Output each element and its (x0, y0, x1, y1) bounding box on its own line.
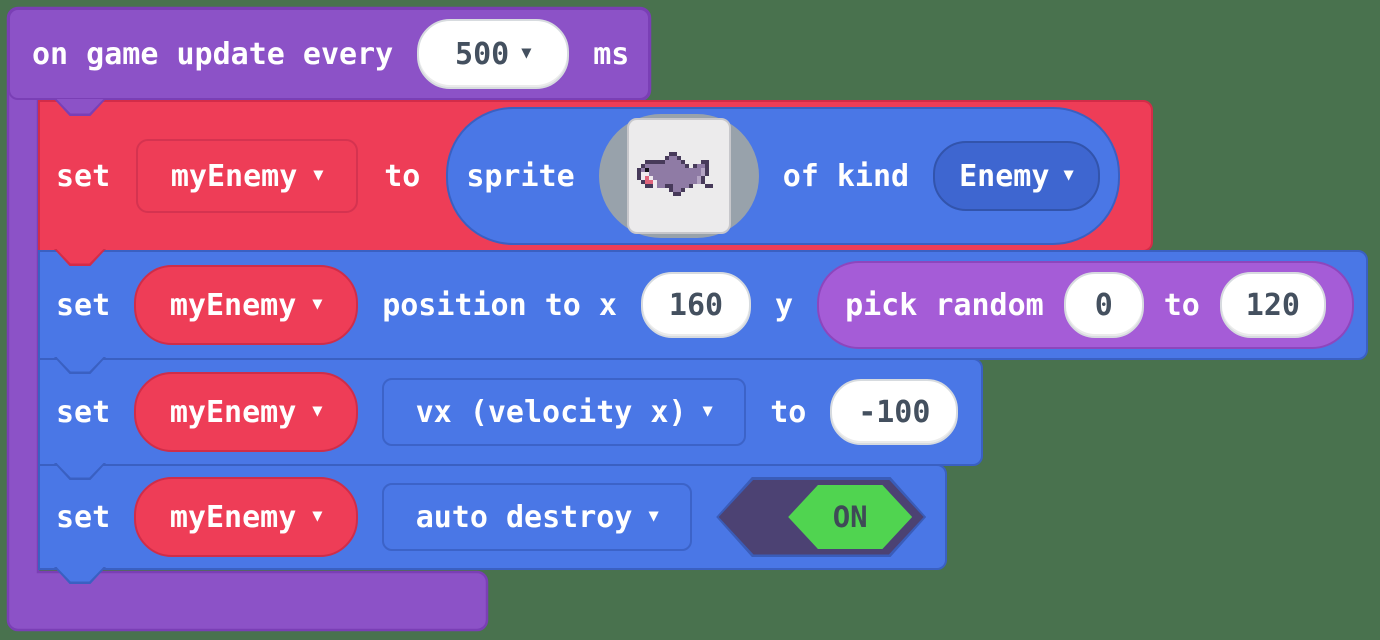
random-max-field[interactable]: 120 (1219, 272, 1326, 338)
to-label: to (384, 158, 421, 194)
on-off-toggle[interactable]: ON (716, 477, 927, 557)
variable-name: myEnemy (169, 287, 297, 323)
random-max-value: 120 (1245, 287, 1300, 323)
create-sprite-block[interactable]: sprite of kind Enemy (446, 107, 1120, 245)
event-label-suffix: ms (593, 36, 630, 72)
notch-tab (54, 567, 106, 584)
chevron-down-icon (312, 401, 322, 421)
set-position-block[interactable]: set myEnemy position to x 160 y pick ran… (38, 250, 1368, 360)
variable-dropdown[interactable]: myEnemy (134, 477, 359, 557)
y-label: y (775, 287, 794, 323)
x-value-field[interactable]: 160 (641, 272, 751, 338)
variable-dropdown[interactable]: myEnemy (136, 139, 359, 213)
chevron-down-icon (313, 165, 323, 185)
variable-name: myEnemy (169, 499, 297, 535)
property-dropdown[interactable]: auto destroy (382, 483, 693, 551)
chevron-down-icon (1063, 165, 1073, 185)
notch-tab (54, 249, 106, 266)
set-label: set (56, 158, 111, 194)
to-label: to (770, 394, 807, 430)
property-name: vx (velocity x) (415, 394, 687, 430)
toggle-on-state[interactable]: ON (788, 485, 913, 549)
sprite-image-tile[interactable] (626, 118, 731, 234)
notch-tab (54, 463, 106, 480)
x-value: 160 (668, 287, 724, 323)
velocity-value: -100 (858, 394, 931, 430)
chevron-down-icon (521, 43, 531, 63)
pick-random-block[interactable]: pick random 0 to 120 (817, 261, 1354, 349)
set-auto-destroy-block[interactable]: set myEnemy auto destroy ON (38, 464, 947, 570)
interval-dropdown[interactable]: 500 (417, 19, 570, 89)
property-name: auto destroy (415, 499, 633, 535)
variable-dropdown[interactable]: myEnemy (134, 372, 359, 452)
position-to-x-label: position to x (382, 287, 617, 323)
random-min-field[interactable]: 0 (1063, 272, 1144, 338)
random-to-label: to (1163, 287, 1200, 323)
notch-tab (54, 357, 106, 374)
chevron-down-icon (312, 506, 322, 526)
set-variable-sprite-block[interactable]: set myEnemy to sprite of kind Enemy (38, 100, 1153, 252)
variable-name: myEnemy (169, 394, 297, 430)
set-label: set (56, 394, 111, 430)
shark-sprite-icon (636, 152, 713, 197)
notch-tab (54, 99, 106, 116)
sprite-label: sprite (466, 158, 575, 194)
event-label-prefix: on game update every (32, 36, 394, 72)
sprite-image-field[interactable] (598, 114, 759, 238)
property-dropdown[interactable]: vx (velocity x) (382, 378, 747, 446)
set-label: set (56, 287, 111, 323)
chevron-down-icon (312, 294, 322, 314)
sprite-kind-value: Enemy (959, 158, 1050, 194)
pick-random-label: pick random (845, 287, 1044, 323)
chevron-down-icon (648, 506, 658, 526)
random-min-value: 0 (1094, 287, 1113, 323)
interval-value: 500 (455, 36, 510, 72)
sprite-kind-dropdown[interactable]: Enemy (933, 141, 1100, 211)
set-velocity-block[interactable]: set myEnemy vx (velocity x) to -100 (38, 358, 983, 466)
set-label: set (56, 499, 111, 535)
of-kind-label: of kind (782, 158, 910, 194)
on-game-update-header[interactable]: on game update every 500 ms (8, 8, 650, 100)
velocity-value-field[interactable]: -100 (830, 379, 959, 445)
chevron-down-icon (703, 401, 713, 421)
variable-name: myEnemy (170, 158, 298, 194)
variable-dropdown[interactable]: myEnemy (134, 265, 359, 345)
